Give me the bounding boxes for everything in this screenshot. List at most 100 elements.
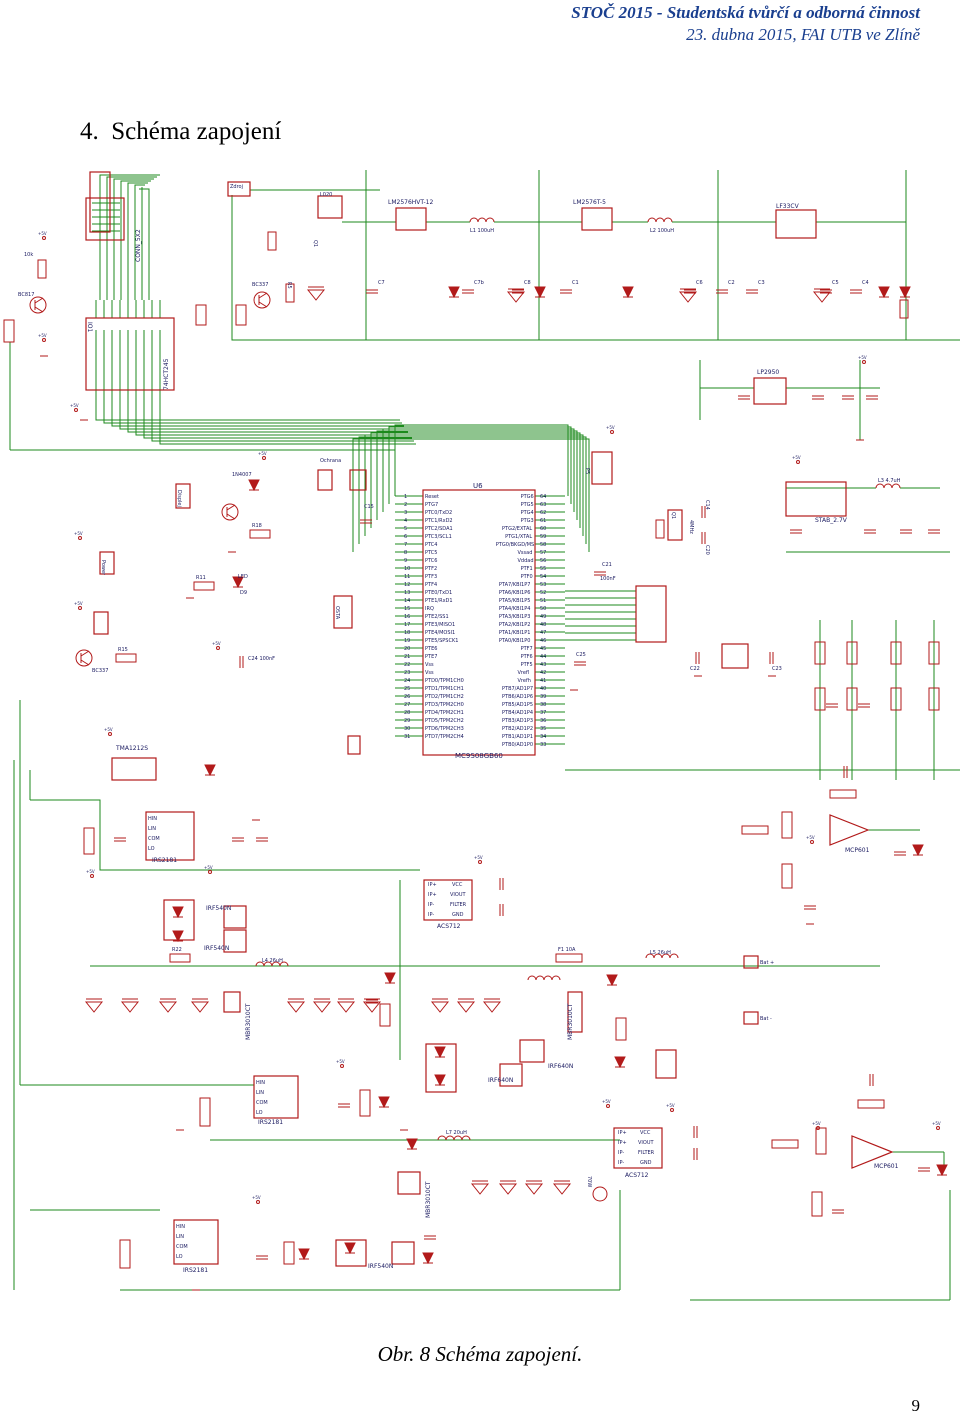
component-label: HIN <box>148 816 157 822</box>
supply-label: +5V <box>812 1121 821 1126</box>
pin-number: 29 <box>404 718 410 724</box>
lm2576-5-ic <box>581 207 613 231</box>
bat-plus-connector <box>743 955 759 969</box>
wire <box>111 390 404 427</box>
q8-q9-gate-network <box>425 1043 457 1093</box>
acs712-u10-ic <box>423 879 473 921</box>
pin-number: 53 <box>540 582 546 588</box>
resistor-symbol <box>199 1097 211 1127</box>
component-label: GND <box>640 1160 652 1166</box>
diode-symbol <box>622 286 634 299</box>
resistor-symbol <box>928 687 940 711</box>
q10-gate-network <box>335 1239 367 1267</box>
resistor-symbol <box>781 811 793 839</box>
pin-label: PTG4 <box>521 510 534 516</box>
electrolytic-capacitor-symbol <box>552 1183 572 1195</box>
io1-part-label: 74HCT245 <box>163 358 170 390</box>
supply-label: +5V <box>74 531 83 536</box>
pin-number: 51 <box>540 598 546 604</box>
pin-label: PTF3 <box>425 574 437 580</box>
component-label: P5 <box>584 468 590 474</box>
resistor-symbol <box>781 863 793 889</box>
electrolytic-capacitor-symbol <box>812 291 832 303</box>
mcp601-u13-opamp <box>851 1135 894 1169</box>
diode-symbol <box>248 479 260 492</box>
supply-label: +5V <box>38 333 47 338</box>
component-label: VIOUT <box>638 1140 654 1146</box>
component-label: LIN <box>256 1090 264 1096</box>
pin-number: 15 <box>404 606 410 612</box>
irs2181-u14-ic <box>173 1219 219 1265</box>
page-number: 9 <box>911 1396 921 1415</box>
acs-u12-label: ACS712 <box>625 1172 649 1179</box>
component-label: VCC <box>640 1130 651 1136</box>
inductor-symbol <box>469 217 495 223</box>
component-label: IP+ <box>618 1140 627 1146</box>
wire <box>127 390 408 433</box>
pin-number: 50 <box>540 606 546 612</box>
pin-number: 38 <box>540 702 546 708</box>
supply-symbol <box>256 1200 260 1204</box>
component-label: HIN <box>256 1080 265 1086</box>
pin-label: Vss <box>425 662 434 668</box>
component-label: C8 <box>524 280 531 286</box>
pin-number: 48 <box>540 622 546 628</box>
pin-number: 55 <box>540 566 546 572</box>
wire <box>30 799 420 871</box>
pin-number: 1 <box>404 494 407 500</box>
resistor-symbol <box>283 1241 295 1265</box>
pin-label: PTC3/SCL1 <box>425 534 452 540</box>
electrolytic-capacitor-symbol <box>158 1001 178 1013</box>
pin-label: PTB5/AD1P5 <box>502 702 533 708</box>
component-label: OSTA <box>334 606 340 620</box>
diode-symbol <box>899 286 911 299</box>
lf33-ic <box>775 209 817 239</box>
mbr-d29-label: MBR3010CT <box>425 1181 432 1218</box>
diode-symbol <box>448 286 460 299</box>
tma-label: TMA1212S <box>115 745 148 752</box>
pin-label: Vss <box>425 670 434 676</box>
pin-number: 37 <box>540 710 546 716</box>
u6-part-label: MC9S08GB60 <box>455 752 503 760</box>
pin-label: PTA0/KBI1P0 <box>499 638 531 644</box>
irf-q6-label: IRF540N <box>206 905 231 912</box>
electrolytic-capacitor-symbol <box>120 1001 140 1013</box>
p1-connector <box>89 171 111 233</box>
u6-mcu-ic <box>422 489 536 756</box>
p2-connector <box>85 197 125 241</box>
pin-number: 40 <box>540 686 546 692</box>
resistor-symbol <box>814 687 826 711</box>
resistor-symbol <box>899 299 909 319</box>
mbr-d19-label: MBR3010CT <box>567 1003 574 1040</box>
pin-label: PTC2/SDA1 <box>425 526 453 532</box>
inductor-symbol <box>875 483 901 489</box>
wire <box>127 182 148 300</box>
wire <box>135 390 410 436</box>
diode-symbol <box>344 1242 356 1255</box>
schematic-components <box>3 217 948 1291</box>
pin-number: 52 <box>540 590 546 596</box>
electrolytic-capacitor-symbol <box>336 1001 356 1013</box>
diode-symbol <box>606 974 618 987</box>
section-number: 4. <box>80 118 99 145</box>
pin-label: PTG2/EXTAL <box>502 526 532 532</box>
component-label: 1N4007 <box>232 472 252 478</box>
pin-number: 41 <box>540 678 546 684</box>
component-label: L7 20uH <box>446 1130 467 1136</box>
schematic-ic-blocks <box>85 171 894 1267</box>
irf-q8-label: IRF640N <box>548 1063 573 1070</box>
pin-label: PTC6 <box>425 558 437 564</box>
supply-symbol <box>78 606 82 610</box>
resistor-symbol <box>890 687 902 711</box>
resistor-symbol <box>193 581 215 591</box>
pin-number: 57 <box>540 550 546 556</box>
component-label: COM <box>148 836 160 842</box>
component-label: D9 <box>240 590 247 596</box>
pin-label: PTE4/MOSI1 <box>425 630 455 636</box>
component-label: C5 <box>832 280 839 286</box>
wire <box>119 390 406 430</box>
pin-number: 19 <box>404 638 410 644</box>
bat-minus-connector <box>743 1011 759 1025</box>
pin-number: 12 <box>404 582 410 588</box>
pin-label: PTC5 <box>425 550 437 556</box>
